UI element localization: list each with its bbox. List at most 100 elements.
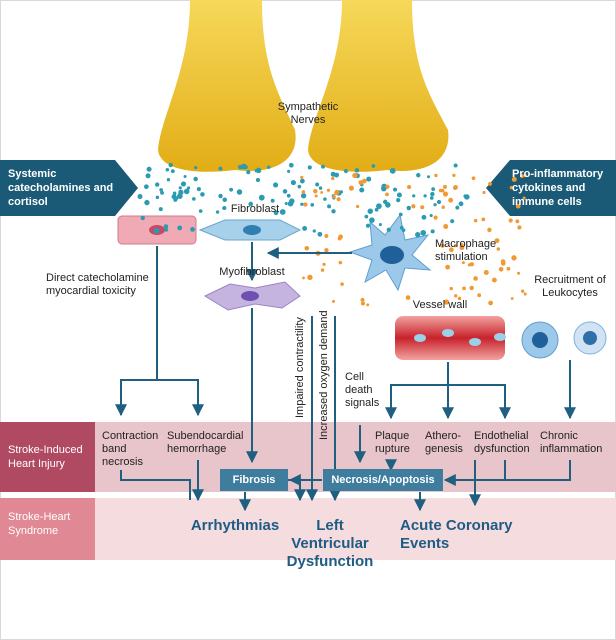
decorative-dot [477, 293, 482, 298]
left-banner-text: Systemic catecholamines and cortisol [8, 168, 114, 208]
decorative-dot [421, 214, 427, 220]
decorative-dot [323, 197, 327, 201]
decorative-dot [471, 176, 476, 181]
injury-row-label-bg [0, 422, 95, 492]
decorative-dot [488, 300, 493, 306]
decorative-dot [160, 190, 164, 195]
decorative-dot [352, 172, 358, 179]
decorative-dot [254, 169, 259, 173]
decorative-dot [183, 188, 190, 195]
decorative-dot [340, 282, 344, 286]
injury-endothelial: Endothelial dysfunction [474, 430, 530, 455]
injury-plaque: Plaque rupture [375, 430, 410, 455]
decorative-dot [334, 172, 340, 178]
decorative-dot [186, 186, 191, 190]
decorative-dot [517, 271, 521, 275]
myofibroblast-label: Myofibroblast [219, 266, 285, 278]
decorative-dot [155, 195, 160, 200]
decorative-dot [300, 178, 305, 184]
decorative-dot [334, 191, 338, 196]
outcome-acute-coronary: Acute Coronary Events [400, 517, 513, 552]
macrophage-cell [348, 213, 432, 292]
decorative-dot [509, 185, 514, 190]
decorative-dot [272, 182, 279, 188]
decorative-dot [297, 184, 302, 189]
macrophage-label: Macrophage stimulation [435, 238, 497, 263]
decorative-dot [171, 194, 177, 200]
left-banner-shape [0, 160, 138, 216]
decorative-dot [360, 297, 365, 302]
decorative-dot [487, 227, 492, 233]
decorative-dot [431, 187, 435, 191]
decorative-dot [289, 198, 295, 204]
decorative-dot [385, 184, 390, 189]
decorative-dot [449, 286, 453, 291]
decorative-dot [520, 289, 525, 293]
decorative-dot [381, 183, 387, 190]
decorative-dot [165, 168, 170, 172]
decorative-dot [407, 184, 412, 190]
arrow-to-subendocardial [157, 379, 204, 417]
row-syndrome-label: Stroke-Heart Syndrome [8, 511, 71, 537]
fibroblast-label: Fibroblast [230, 203, 280, 215]
decorative-dot [416, 173, 421, 178]
nerve-terminal-right [308, 0, 449, 172]
decorative-dot [453, 163, 458, 168]
decorative-dot [500, 261, 506, 266]
decorative-dot [320, 268, 325, 272]
decorative-dot [406, 205, 412, 211]
decorative-dot [144, 199, 150, 206]
decorative-dot [288, 162, 294, 168]
decorative-dot [464, 194, 470, 200]
decorative-dot [494, 238, 500, 244]
decorative-dot [448, 247, 454, 253]
decorative-dot [166, 178, 171, 182]
decorative-dot [318, 186, 323, 190]
right-banner-text: Pro-inflammatory cytokines and immune ce… [512, 168, 604, 208]
syndrome-row-label-bg [0, 498, 95, 560]
decorative-dot [255, 178, 261, 183]
decorative-dot [374, 207, 379, 212]
decorative-dot [386, 227, 391, 232]
nerve-terminal-left [158, 0, 296, 172]
injury-chronic: Chronic inflammation [540, 430, 603, 455]
decorative-dot [143, 184, 149, 190]
decorative-dot [222, 205, 227, 211]
decorative-dot [429, 213, 433, 218]
decorative-dot [508, 218, 513, 223]
decorative-dot [398, 212, 403, 217]
injury-subendocardial: Subendocardial hemorrhage [167, 430, 244, 455]
decorative-dot [145, 173, 151, 179]
decorative-dot [443, 184, 447, 189]
decorative-dot [376, 203, 382, 210]
decorative-dot [448, 197, 454, 203]
arrow-chronic-to-necrosis [505, 460, 571, 481]
decorative-dot [430, 191, 435, 197]
decorative-dot [520, 174, 525, 178]
decorative-dot [442, 191, 449, 197]
increased-oxygen-label: Increased oxygen demand [318, 310, 330, 440]
decorative-dot [506, 266, 511, 271]
decorative-dot [411, 204, 416, 209]
decorative-dot [359, 187, 365, 193]
decorative-dot [332, 195, 336, 199]
decorative-dot [367, 208, 373, 214]
decorative-dot [523, 292, 527, 296]
decorative-dot [200, 192, 205, 197]
decorative-dot [178, 189, 184, 195]
decorative-dot [517, 225, 522, 230]
decorative-dot [361, 178, 367, 184]
decorative-dot [303, 202, 308, 207]
decorative-dot [196, 187, 201, 192]
decorative-dot [267, 165, 271, 169]
decorative-dot [314, 194, 318, 198]
decorative-dot [396, 198, 401, 203]
decorative-dot [183, 175, 187, 179]
vessel-wall-graphic [395, 316, 506, 360]
decorative-dot [522, 196, 526, 200]
decorative-dot [393, 187, 398, 192]
decorative-dot [331, 176, 335, 181]
decorative-dot [218, 193, 223, 199]
